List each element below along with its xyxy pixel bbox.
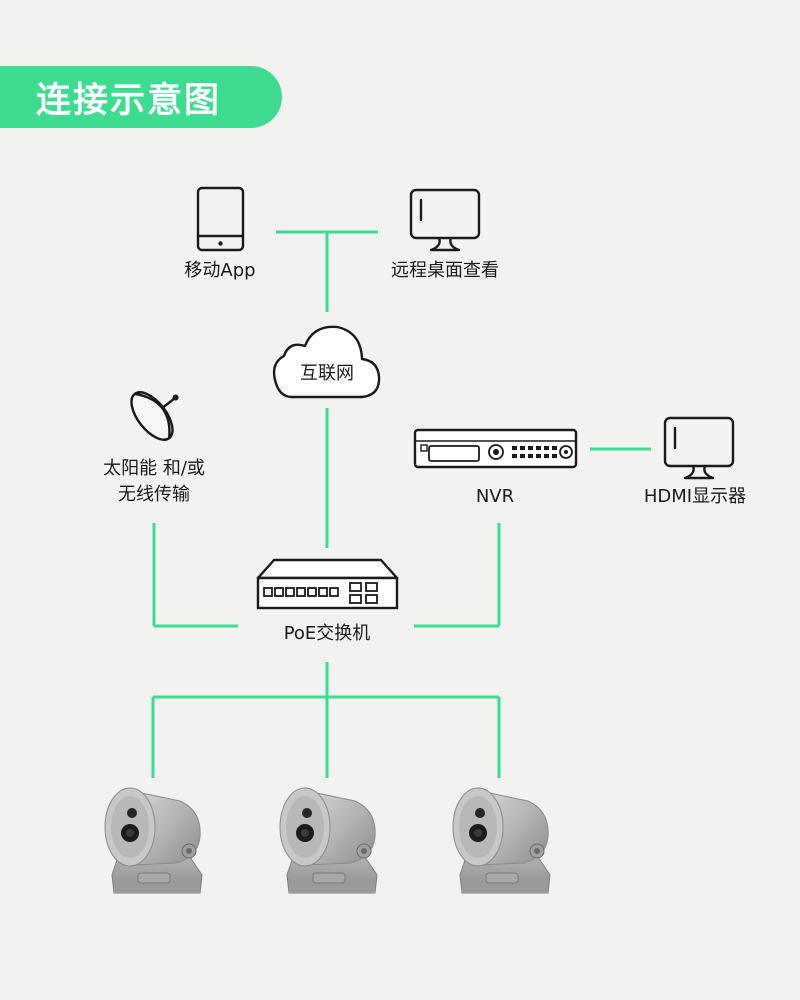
connector-lines bbox=[151, 230, 651, 778]
camera-icon bbox=[279, 787, 378, 894]
poe-switch-label: PoE交换机 bbox=[283, 623, 371, 644]
monitor-icon bbox=[663, 416, 735, 480]
camera-icon bbox=[104, 787, 203, 894]
internet-label: 互联网 bbox=[300, 363, 354, 384]
camera-icon bbox=[452, 787, 551, 894]
page-title: 连接示意图 bbox=[36, 80, 222, 121]
nvr-recorder-icon bbox=[413, 428, 578, 469]
solar-wireless-label-line1: 太阳能 和/或 bbox=[103, 458, 205, 479]
title-banner: 连接示意图 bbox=[0, 66, 282, 128]
cloud-icon bbox=[272, 325, 381, 399]
network-switch-icon bbox=[256, 558, 399, 610]
nvr-label: NVR bbox=[475, 486, 515, 507]
monitor-icon bbox=[409, 188, 481, 252]
satellite-dish-icon bbox=[130, 391, 179, 441]
tablet-icon bbox=[196, 186, 245, 252]
remote-desktop-label: 远程桌面查看 bbox=[391, 260, 499, 281]
hdmi-display-label: HDMI显示器 bbox=[643, 486, 747, 507]
mobile-app-label: 移动App bbox=[184, 260, 256, 281]
solar-wireless-label-line2: 无线传输 bbox=[118, 484, 190, 505]
